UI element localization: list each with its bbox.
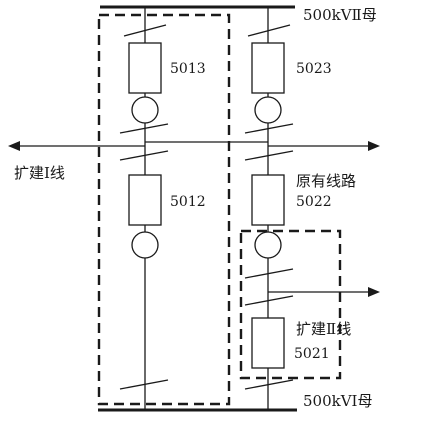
bus-i-label: 500kVⅠ母 [303, 392, 372, 410]
feeder-existing-label: 原有线路 [296, 172, 356, 190]
left-disconnect-3 [119, 150, 169, 161]
ct-right-upper-symbol [254, 96, 282, 124]
breaker-5012-symbol [128, 174, 162, 226]
left-disconnect-4 [119, 379, 169, 390]
breaker-5023-label: 5023 [296, 61, 332, 77]
left-disconnect-2 [119, 123, 169, 134]
right-disconnect-6 [244, 379, 294, 390]
feeder-new2-label: 扩建Ⅱ线 [296, 320, 351, 338]
breaker-5013-label: 5013 [170, 61, 206, 77]
ct-right-lower-symbol [254, 231, 282, 259]
bus-ii-label: 500kVⅡ母 [303, 6, 377, 24]
feeder-left-arrow [8, 141, 20, 151]
feeder-left-label: 扩建Ⅰ线 [14, 164, 65, 182]
right-disconnect-4 [244, 268, 294, 279]
breaker-5022-symbol [251, 174, 285, 226]
right-disconnect-2 [244, 123, 294, 134]
enclosure-left-string [97, 13, 231, 406]
right-disconnect-1 [247, 24, 291, 37]
right-disconnect-5 [244, 295, 294, 306]
right-disconnect-3 [244, 150, 294, 161]
feeder-existing-arrow [368, 141, 380, 151]
left-disconnect-1 [123, 24, 167, 37]
feeder-new2-arrow [368, 287, 380, 297]
breaker-5023-symbol [251, 42, 285, 94]
breaker-5021-label: 5021 [294, 346, 330, 362]
breaker-5013-symbol [128, 42, 162, 94]
breaker-5021-symbol [251, 317, 285, 369]
ct-left-lower-symbol [131, 231, 159, 259]
breaker-5012-label: 5012 [170, 194, 206, 210]
breaker-5022-label: 5022 [296, 194, 332, 210]
ct-left-upper-symbol [131, 96, 159, 124]
enclosure-new-bay [239, 229, 342, 380]
